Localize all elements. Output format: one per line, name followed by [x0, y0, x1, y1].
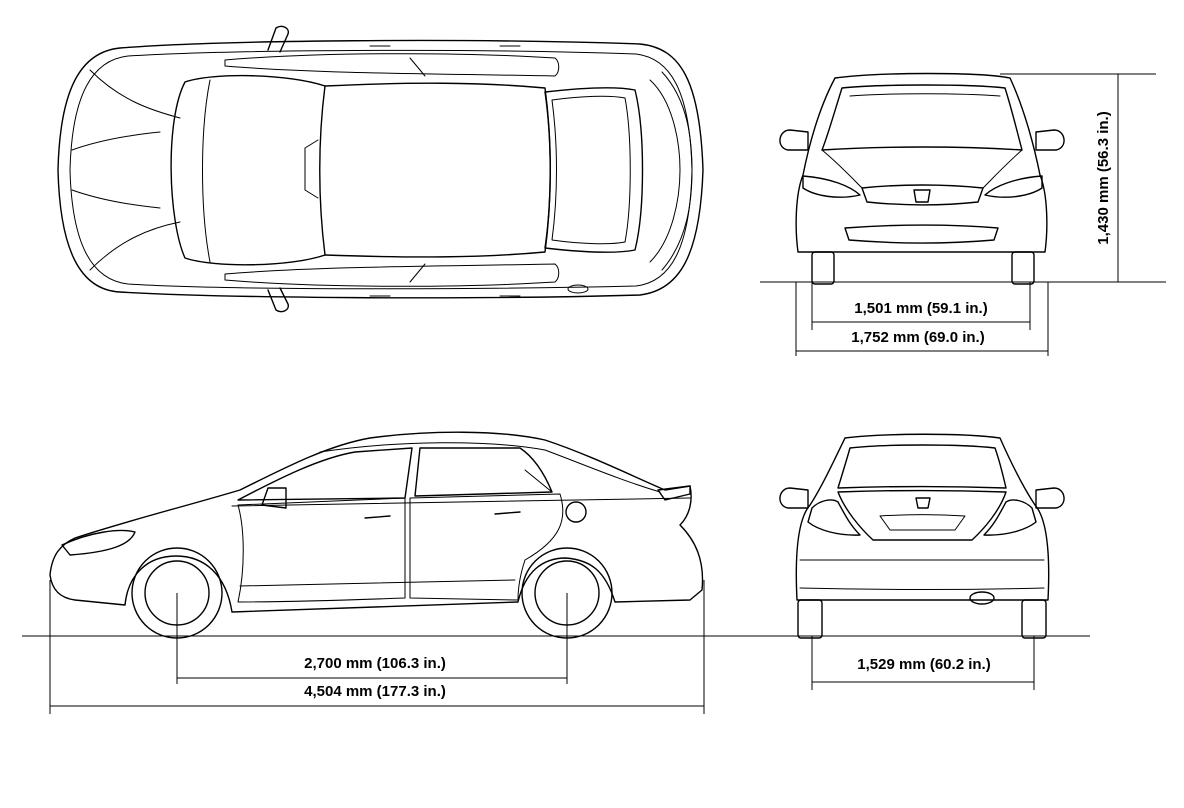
rear-view-trunk-inner [879, 514, 966, 531]
top-view-fuel-cap [567, 284, 589, 294]
rear-view-emblem [915, 497, 931, 509]
wheelbase-label: 2,700 mm (106.3 in.) [304, 655, 446, 672]
top-view-trunk-lines [649, 71, 693, 271]
rear-view-body [795, 433, 1050, 601]
front-view-mirror-left [779, 129, 809, 151]
side-view-belt-line [231, 497, 691, 507]
overall-height-label: 1,430 mm (56.3 in.) [1095, 111, 1112, 244]
side-view-front-handle [364, 515, 391, 519]
overall-width-label: 1,752 mm (69.0 in.) [851, 329, 984, 346]
front-view-windshield-inner [849, 93, 1001, 97]
top-view-windshield-inner [202, 79, 211, 263]
side-view-rocker-line [239, 579, 516, 587]
top-view-roof [324, 82, 551, 258]
front-view-wheel-left [811, 251, 835, 285]
side-view-fuel-cap [565, 501, 587, 523]
rear-view-trunk-lid [837, 489, 1007, 541]
dimension-overall-length: 4,504 mm (177.3 in.) [49, 580, 705, 714]
top-view-side-window-top [224, 53, 560, 77]
rear-view-taillight-left [807, 499, 861, 536]
rear-view-exhaust [969, 591, 995, 605]
side-view-front-door [237, 497, 406, 603]
side-view-rear-window [414, 447, 553, 497]
top-view [57, 25, 704, 313]
dimension-overall-height: 1,430 mm (56.3 in.) [1000, 73, 1156, 282]
rear-view [779, 433, 1065, 639]
side-view-rear-quarter-glass [524, 469, 553, 493]
front-view-body [795, 72, 1048, 253]
top-view-side-window-bottom-divider [409, 263, 426, 283]
rear-view-wheel-right [1021, 599, 1047, 639]
top-view-hood-right [89, 221, 181, 271]
top-view-mirror-bottom [267, 287, 289, 313]
rear-view-mirror-right [1035, 487, 1065, 509]
top-view-hood-left [89, 69, 181, 119]
dimension-front-track: 1,501 mm (59.1 in.) [811, 282, 1031, 330]
front-view-hood-lines [821, 149, 1023, 189]
front-view-grille [861, 184, 984, 206]
front-view-emblem [913, 189, 931, 203]
top-view-hood-center [71, 131, 161, 209]
side-view-headlight [61, 529, 136, 556]
side-view-spoiler [657, 485, 691, 501]
top-view-rear-window [544, 87, 644, 253]
dimension-overall-width: 1,752 mm (69.0 in.) [795, 282, 1049, 356]
side-view-rear-handle [494, 511, 521, 515]
rear-view-taillight-right [983, 499, 1037, 536]
top-view-rear-window-inner [551, 95, 631, 245]
top-view-side-window-bottom [224, 263, 560, 287]
top-view-inner-outline [69, 49, 693, 290]
side-view-rear-door [409, 493, 564, 601]
top-view-side-window-top-divider [409, 57, 426, 77]
dimension-wheelbase: 2,700 mm (106.3 in.) [176, 593, 568, 684]
rear-view-bumper [799, 559, 1045, 590]
rear-track-label: 1,529 mm (60.2 in.) [857, 656, 990, 673]
top-view-door-handles [369, 45, 521, 297]
front-view-headlight-right [984, 175, 1043, 198]
top-view-windshield [170, 74, 326, 266]
dimension-rear-track: 1,529 mm (60.2 in.) [811, 636, 1035, 690]
top-view-roof-notch [304, 139, 319, 199]
side-view-roofline [319, 442, 661, 493]
front-view-wheel-right [1011, 251, 1035, 285]
front-view-lower-intake [844, 224, 999, 244]
side-view [49, 431, 704, 639]
front-view [779, 72, 1065, 285]
rear-view-mirror-left [779, 487, 809, 509]
side-view-body [49, 431, 704, 613]
front-track-label: 1,501 mm (59.1 in.) [854, 300, 987, 317]
top-view-body-outline [57, 39, 704, 299]
front-view-windshield [821, 84, 1023, 151]
side-view-front-window [237, 447, 413, 501]
overall-length-label: 4,504 mm (177.3 in.) [304, 683, 446, 700]
front-view-mirror-right [1035, 129, 1065, 151]
top-view-mirror-top [267, 25, 289, 53]
front-view-headlight-left [802, 175, 861, 198]
rear-view-wheel-left [797, 599, 823, 639]
side-view-mirror [261, 487, 287, 509]
rear-view-rear-window [837, 444, 1007, 489]
